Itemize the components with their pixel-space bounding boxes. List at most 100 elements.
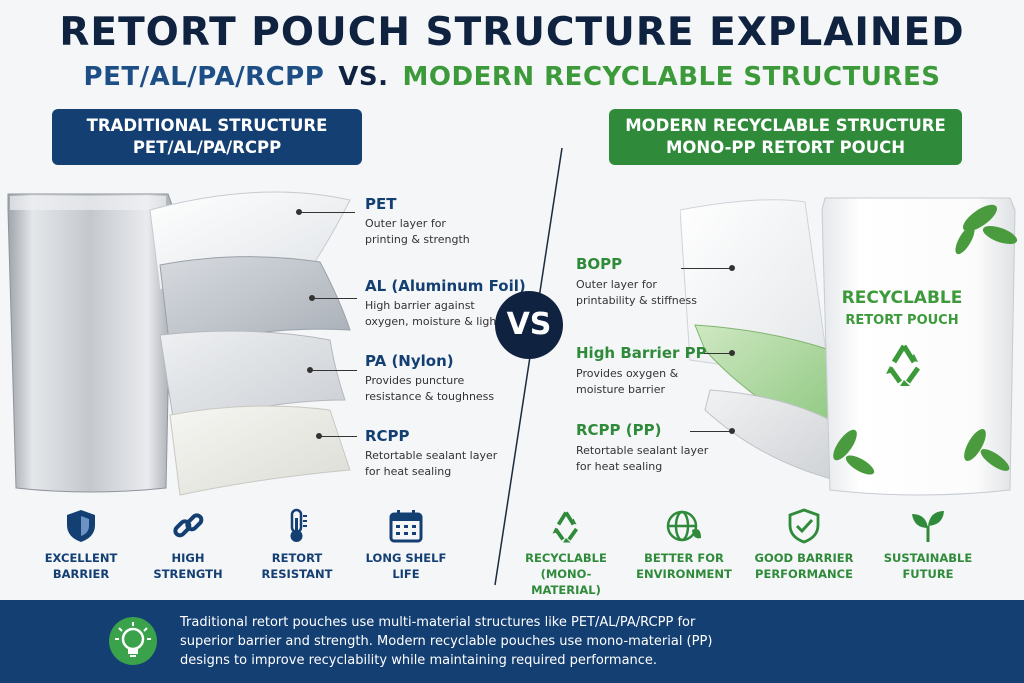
feature-good-barrier-performance: GOOD BARRIER PERFORMANCE	[744, 508, 864, 582]
feature-long-shelf-life: LONG SHELF LIFE	[346, 508, 466, 582]
desc-line: High barrier against	[365, 299, 475, 312]
pa-layer-desc: Provides puncture resistance & toughness	[365, 373, 515, 405]
header-line-1: MODERN RECYCLABLE STRUCTURE	[625, 116, 946, 135]
al-pointer-dot	[309, 295, 315, 301]
pouch-label-line1: RECYCLABLE	[841, 288, 963, 308]
rcpp-pp-pointer-dot	[729, 428, 735, 434]
desc-line: oxygen, moisture & light	[365, 315, 501, 328]
page-title: RETORT POUCH STRUCTURE EXPLAINED	[59, 10, 965, 55]
al-layer-desc: High barrier against oxygen, moisture & …	[365, 298, 515, 330]
pet-layer-desc: Outer layer for printing & strength	[365, 216, 515, 248]
calendar-icon	[389, 510, 423, 543]
line: RETORT	[271, 551, 323, 565]
line: BARRIER	[52, 567, 110, 581]
feature-label: SUSTAINABLE FUTURE	[868, 550, 988, 582]
feature-label: RETORT RESISTANT	[237, 550, 357, 582]
line: GOOD BARRIER	[754, 551, 854, 565]
bopp-layer-desc: Outer layer for printability & stiffness	[576, 277, 726, 309]
line: LONG SHELF	[365, 551, 447, 565]
line: SUSTAINABLE	[883, 551, 973, 565]
desc-line: printability & stiffness	[576, 294, 698, 307]
feature-better-for-environment: BETTER FOR ENVIRONMENT	[624, 508, 744, 582]
line: LIFE	[392, 567, 420, 581]
chain-link-icon	[173, 513, 204, 538]
subtitle-left: PET/AL/PA/RCPP	[83, 62, 325, 92]
pet-pointer-dot	[296, 209, 302, 215]
rcpp-layer-title: RCPP	[365, 427, 410, 445]
rcpp-pointer-dot	[316, 433, 322, 439]
pet-leader-line	[300, 212, 355, 213]
desc-line: Retortable sealant layer	[576, 444, 709, 457]
pouch-label-line2: RETORT POUCH	[845, 313, 959, 328]
center-divider	[494, 147, 563, 586]
desc-line: Provides oxygen &	[576, 367, 679, 380]
line: HIGH	[171, 551, 205, 565]
desc-line: Outer layer for	[576, 278, 657, 291]
rcpp-pp-layer-title: RCPP (PP)	[576, 421, 662, 439]
feature-retort-resistant: RETORT RESISTANT	[237, 508, 357, 582]
desc-line: Outer layer for	[365, 217, 446, 230]
line: RESISTANT	[261, 567, 333, 581]
feature-recyclable: RECYCLABLE(MONO-MATERIAL)	[506, 508, 626, 598]
lightbulb-icon	[109, 617, 157, 665]
hbpp-leader-line	[700, 353, 730, 354]
footer-line: Traditional retort pouches use multi-mat…	[180, 615, 696, 630]
hbpp-pointer-dot	[729, 350, 735, 356]
line: PERFORMANCE	[755, 567, 853, 581]
desc-line: resistance & toughness	[365, 390, 495, 403]
feature-label: RECYCLABLE(MONO-MATERIAL)	[506, 550, 626, 598]
thermometer-icon	[290, 508, 307, 542]
desc-line: printing & strength	[365, 233, 470, 246]
globe-leaf-icon	[666, 510, 701, 542]
high-barrier-pp-layer-desc: Provides oxygen & moisture barrier	[576, 366, 726, 398]
recyclable-structure-header: MODERN RECYCLABLE STRUCTURE MONO-PP RETO…	[609, 109, 962, 165]
recycle-icon	[552, 511, 579, 543]
footer-summary: Traditional retort pouches use multi-mat…	[180, 613, 740, 670]
desc-line: Provides puncture	[365, 374, 465, 387]
feature-label: HIGH STRENGTH	[128, 550, 248, 582]
rcpp-layer-desc: Retortable sealant layer for heat sealin…	[365, 448, 515, 480]
feature-label: BETTER FOR ENVIRONMENT	[624, 550, 744, 582]
header-line-1: TRADITIONAL STRUCTURE	[86, 116, 328, 135]
subtitle-vs: VS.	[338, 62, 389, 92]
feature-excellent-barrier: EXCELLENT BARRIER	[21, 508, 141, 582]
footer-line: designs to improve recyclability while m…	[180, 653, 658, 668]
line: FUTURE	[902, 567, 954, 581]
feature-label: GOOD BARRIER PERFORMANCE	[744, 550, 864, 582]
rcpp-leader-line	[320, 436, 357, 437]
pet-layer-title: PET	[365, 195, 397, 213]
pa-pointer-dot	[307, 367, 313, 373]
bopp-layer-title: BOPP	[576, 255, 623, 273]
line: (MONO-MATERIAL)	[531, 567, 601, 597]
subtitle: PET/AL/PA/RCPP VS. MODERN RECYCLABLE STRUC…	[0, 62, 1024, 92]
bopp-pointer-dot	[729, 265, 735, 271]
shield-check-icon	[788, 508, 820, 544]
sprout-icon	[912, 511, 944, 542]
shield-icon	[67, 510, 95, 542]
traditional-structure-header: TRADITIONAL STRUCTURE PET/AL/PA/RCPP	[52, 109, 362, 165]
line: BETTER FOR	[644, 551, 724, 565]
header-line-2: MONO-PP RETORT POUCH	[665, 138, 906, 157]
line: EXCELLENT	[44, 551, 118, 565]
rcpp-pp-leader-line	[690, 431, 730, 432]
desc-line: Retortable sealant layer	[365, 449, 498, 462]
traditional-pouch-illustration	[7, 191, 351, 496]
pa-layer-title: PA (Nylon)	[365, 352, 454, 370]
feature-label: EXCELLENT BARRIER	[21, 550, 141, 582]
header-line-2: PET/AL/PA/RCPP	[132, 138, 282, 157]
rcpp-pp-layer-desc: Retortable sealant layer for heat sealin…	[576, 443, 726, 475]
subtitle-right: MODERN RECYCLABLE STRUCTURES	[402, 62, 941, 92]
al-layer-title: AL (Aluminum Foil)	[365, 277, 526, 295]
line: STRENGTH	[153, 567, 223, 581]
lightbulb-glyph	[115, 622, 151, 657]
al-leader-line	[313, 298, 357, 299]
footer-banner	[0, 600, 1024, 683]
feature-sustainable-future: SUSTAINABLE FUTURE	[868, 508, 988, 582]
desc-line: for heat sealing	[365, 465, 452, 478]
desc-line: moisture barrier	[576, 383, 665, 396]
line: ENVIRONMENT	[636, 567, 732, 581]
feature-high-strength: HIGH STRENGTH	[128, 508, 248, 582]
pa-leader-line	[311, 370, 357, 371]
vs-badge: VS	[495, 291, 563, 359]
feature-label: LONG SHELF LIFE	[346, 550, 466, 582]
